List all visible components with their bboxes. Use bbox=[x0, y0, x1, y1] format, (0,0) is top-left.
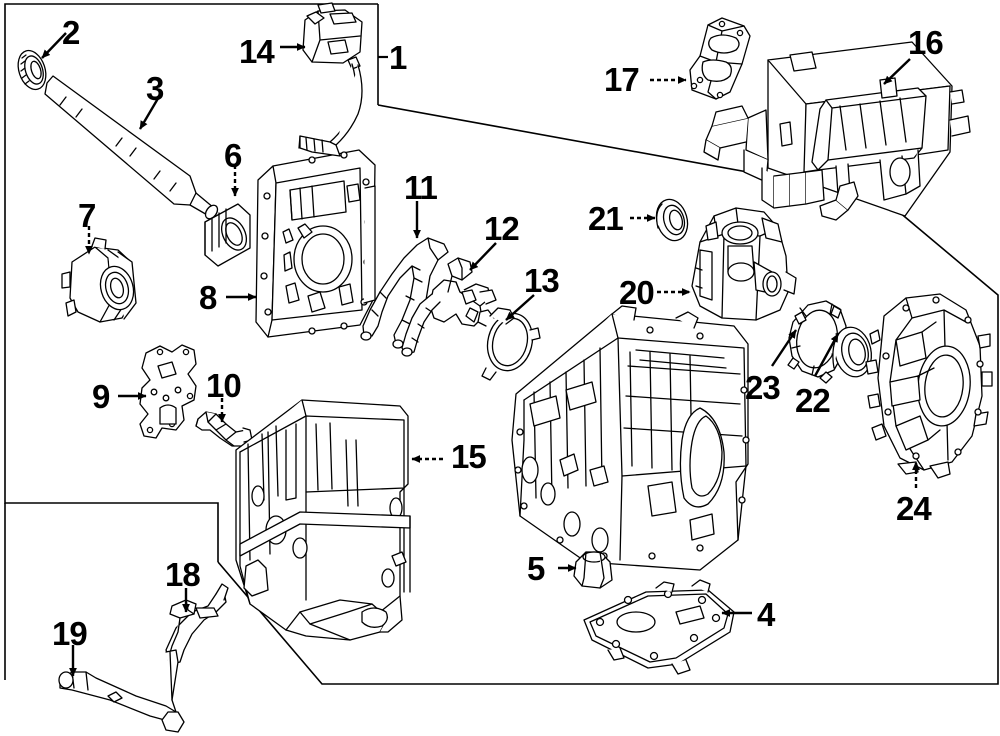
part-24-motor-housing bbox=[865, 293, 993, 479]
part-4-oil-pan-cover bbox=[583, 579, 735, 675]
part-6-bearing-sleeve bbox=[204, 203, 251, 267]
leader-2 bbox=[41, 32, 67, 59]
part-20-differential-assembly bbox=[691, 207, 797, 321]
part-8-valve-body-plate bbox=[255, 149, 376, 338]
callout-label-18: 18 bbox=[165, 556, 201, 593]
part-10-strainer-clip bbox=[195, 411, 253, 447]
callout-label-3: 3 bbox=[146, 70, 164, 107]
callout-label-10: 10 bbox=[206, 367, 242, 404]
part-5-magnet-boss bbox=[573, 551, 613, 589]
callout-label-1: 1 bbox=[389, 39, 407, 76]
callout-label-9: 9 bbox=[92, 378, 110, 415]
callout-label-24: 24 bbox=[896, 490, 932, 527]
callout-label-2: 2 bbox=[62, 14, 80, 51]
leader-22 bbox=[813, 333, 840, 377]
callout-label-15: 15 bbox=[451, 438, 487, 475]
callout-label-16: 16 bbox=[908, 24, 944, 61]
part-22-rear-oil-seal bbox=[832, 326, 873, 378]
part-3-drive-shaft bbox=[44, 75, 219, 220]
part-9-separator-plate bbox=[139, 344, 197, 439]
callout-label-20: 20 bbox=[619, 274, 655, 311]
callout-label-22: 22 bbox=[795, 382, 831, 419]
callout-label-6: 6 bbox=[224, 137, 242, 174]
leader-13 bbox=[505, 294, 535, 321]
callout-label-11: 11 bbox=[404, 169, 438, 206]
part-16-inverter-unit bbox=[703, 41, 971, 221]
leader-23 bbox=[771, 329, 797, 367]
callout-label-17: 17 bbox=[604, 61, 640, 98]
part-14-position-sensor bbox=[298, 2, 363, 157]
leader-3 bbox=[138, 94, 162, 130]
callout-leaders bbox=[41, 32, 920, 677]
callout-label-12: 12 bbox=[484, 210, 520, 247]
callout-label-8: 8 bbox=[199, 279, 217, 316]
part-17-mounting-bracket bbox=[689, 17, 751, 100]
part-13-seal-retainer bbox=[465, 307, 541, 381]
part-15-case-side-cover bbox=[235, 399, 411, 641]
leader-12 bbox=[469, 242, 497, 271]
part-21-axle-oil-seal bbox=[655, 198, 689, 242]
callout-label-14: 14 bbox=[239, 33, 275, 70]
part-18-breather-bracket bbox=[165, 583, 229, 665]
transmission-case-main bbox=[511, 305, 750, 571]
callout-label-4: 4 bbox=[757, 596, 775, 633]
part-19-level-gauge-tube bbox=[58, 649, 185, 733]
callout-label-23: 23 bbox=[745, 369, 781, 406]
callout-label-5: 5 bbox=[527, 550, 545, 587]
callout-label-7: 7 bbox=[78, 197, 96, 234]
part-2-oil-seal bbox=[17, 49, 47, 91]
callout-label-19: 19 bbox=[52, 615, 88, 652]
part-7-oil-pump-actuator bbox=[61, 237, 137, 323]
callout-label-13: 13 bbox=[524, 262, 560, 299]
callout-label-21: 21 bbox=[588, 200, 624, 237]
leader-16 bbox=[883, 58, 911, 85]
